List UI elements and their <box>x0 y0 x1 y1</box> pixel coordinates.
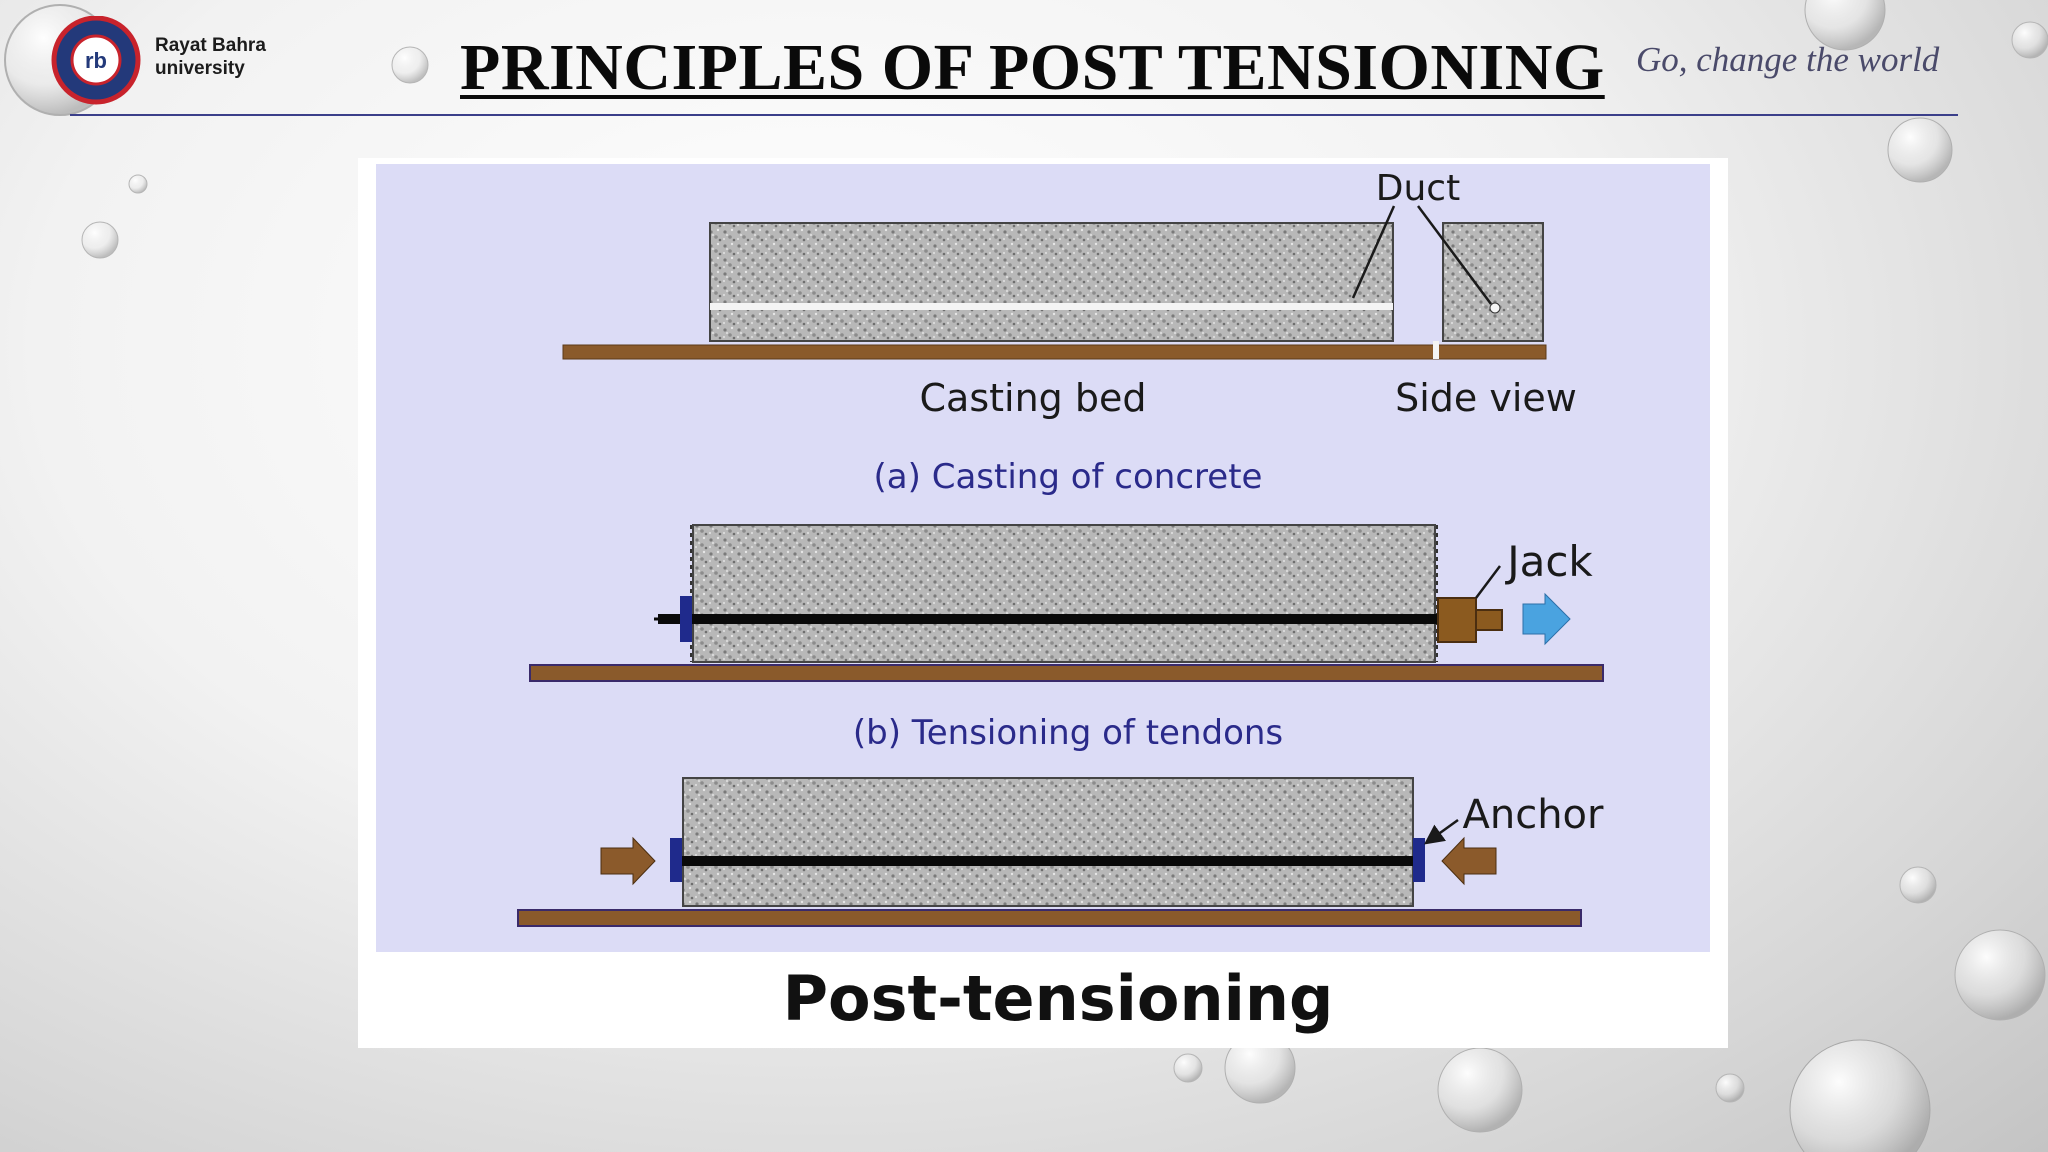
jack-leader <box>1475 565 1501 599</box>
casting-bed-a <box>562 344 1547 360</box>
stage-c-anchored: Anchor <box>517 777 1605 927</box>
logo-text: Rayat Bahra university <box>155 34 266 80</box>
duct-leader-left <box>1351 205 1396 299</box>
concrete-beam-c <box>682 777 1414 907</box>
casting-bed-b <box>529 664 1604 682</box>
jack-ram <box>1475 609 1503 631</box>
side-view-section <box>1442 222 1544 342</box>
university-logo: rb <box>48 15 298 106</box>
label-jack: Jack <box>1504 537 1593 586</box>
stage-a-casting: Duct Casting bed Side view (a) Casting o… <box>562 168 1577 497</box>
compress-arrow-left-icon <box>600 836 656 886</box>
side-view-duct <box>1489 302 1501 314</box>
label-side-view: Side view <box>1395 376 1577 420</box>
label-casting-bed: Casting bed <box>920 376 1147 420</box>
concrete-beam-a <box>709 222 1394 342</box>
tagline: Go, change the world <box>1636 40 1940 79</box>
compress-arrow-right-icon <box>1441 836 1497 886</box>
tendon-b <box>658 614 1438 624</box>
caption-a: (a) Casting of concrete <box>874 457 1263 497</box>
anchor-right-c <box>1413 838 1425 882</box>
anchor-left-c <box>670 838 682 882</box>
post-tensioning-diagram: Duct Casting bed Side view (a) Casting o… <box>376 164 1710 1035</box>
concrete-beam-b <box>692 524 1436 663</box>
logo-name: Rayat Bahra <box>155 35 266 56</box>
duct-a <box>710 303 1393 310</box>
label-anchor: Anchor <box>1463 792 1605 838</box>
casting-bed-c <box>517 909 1582 927</box>
tendon-c <box>676 856 1421 866</box>
post-tensioning-figure: Duct Casting bed Side view (a) Casting o… <box>358 158 1728 1048</box>
pull-arrow-icon <box>1522 592 1571 646</box>
svg-text:rb: rb <box>85 48 107 73</box>
label-duct: Duct <box>1376 168 1460 209</box>
stage-b-tensioning: Jack (b) Tensioning of tendons <box>529 524 1604 753</box>
logo-subtitle: university <box>155 58 245 79</box>
figure-title: Post-tensioning <box>783 962 1334 1035</box>
header-divider <box>70 114 1958 116</box>
bed-gap <box>1433 341 1439 359</box>
university-seal-icon: rb <box>51 15 141 105</box>
duct-leader-right <box>1416 205 1493 305</box>
slide-title: PRINCIPLES OF POST TENSIONING <box>460 31 1605 104</box>
caption-b: (b) Tensioning of tendons <box>853 713 1283 753</box>
dead-end-anchor-b <box>680 596 692 642</box>
jack-body <box>1437 597 1477 643</box>
anchor-leader <box>1423 818 1459 845</box>
